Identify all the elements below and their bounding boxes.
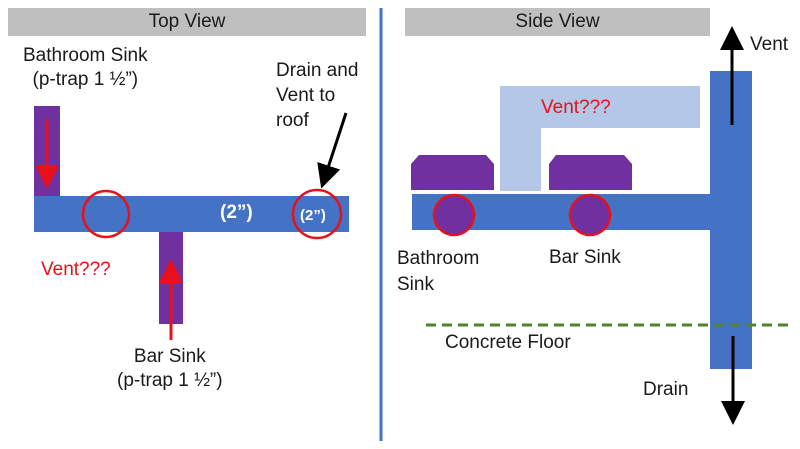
side-bathroom-sink — [411, 155, 494, 190]
side-view-title: Side View — [405, 8, 710, 36]
top-vent-circle — [81, 189, 131, 239]
top-end-pipe-size: (2”) — [300, 207, 326, 224]
side-drain-arrow-label: Drain — [643, 379, 689, 400]
top-vent-question: Vent??? — [41, 259, 111, 280]
side-bar-sink-trap-circle — [568, 193, 612, 237]
side-bar-sink — [549, 155, 632, 190]
top-view-title: Top View — [8, 8, 366, 36]
top-drain-vent-label: Drain and Vent to roof — [276, 60, 359, 131]
side-vent-pipe — [500, 86, 700, 191]
top-drain-vent-circle — [291, 188, 343, 240]
side-vent-arrow-label: Vent — [750, 34, 789, 55]
concrete-floor-label: Concrete Floor — [445, 332, 571, 353]
side-bathroom-sink-trap-circle — [432, 193, 476, 237]
top-bathroom-sink-label: Bathroom Sink (p-trap 1 ½”) — [23, 45, 148, 90]
top-main-pipe-size: (2”) — [220, 202, 253, 223]
side-bar-sink-label: Bar Sink — [549, 247, 621, 268]
side-bathroom-sink-label: Bathroom Sink — [397, 248, 480, 295]
side-vent-question: Vent??? — [541, 97, 611, 118]
top-bar-sink-label: Bar Sink (p-trap 1 ½”) — [117, 346, 223, 391]
top-drain-vent-arrow — [317, 112, 348, 189]
